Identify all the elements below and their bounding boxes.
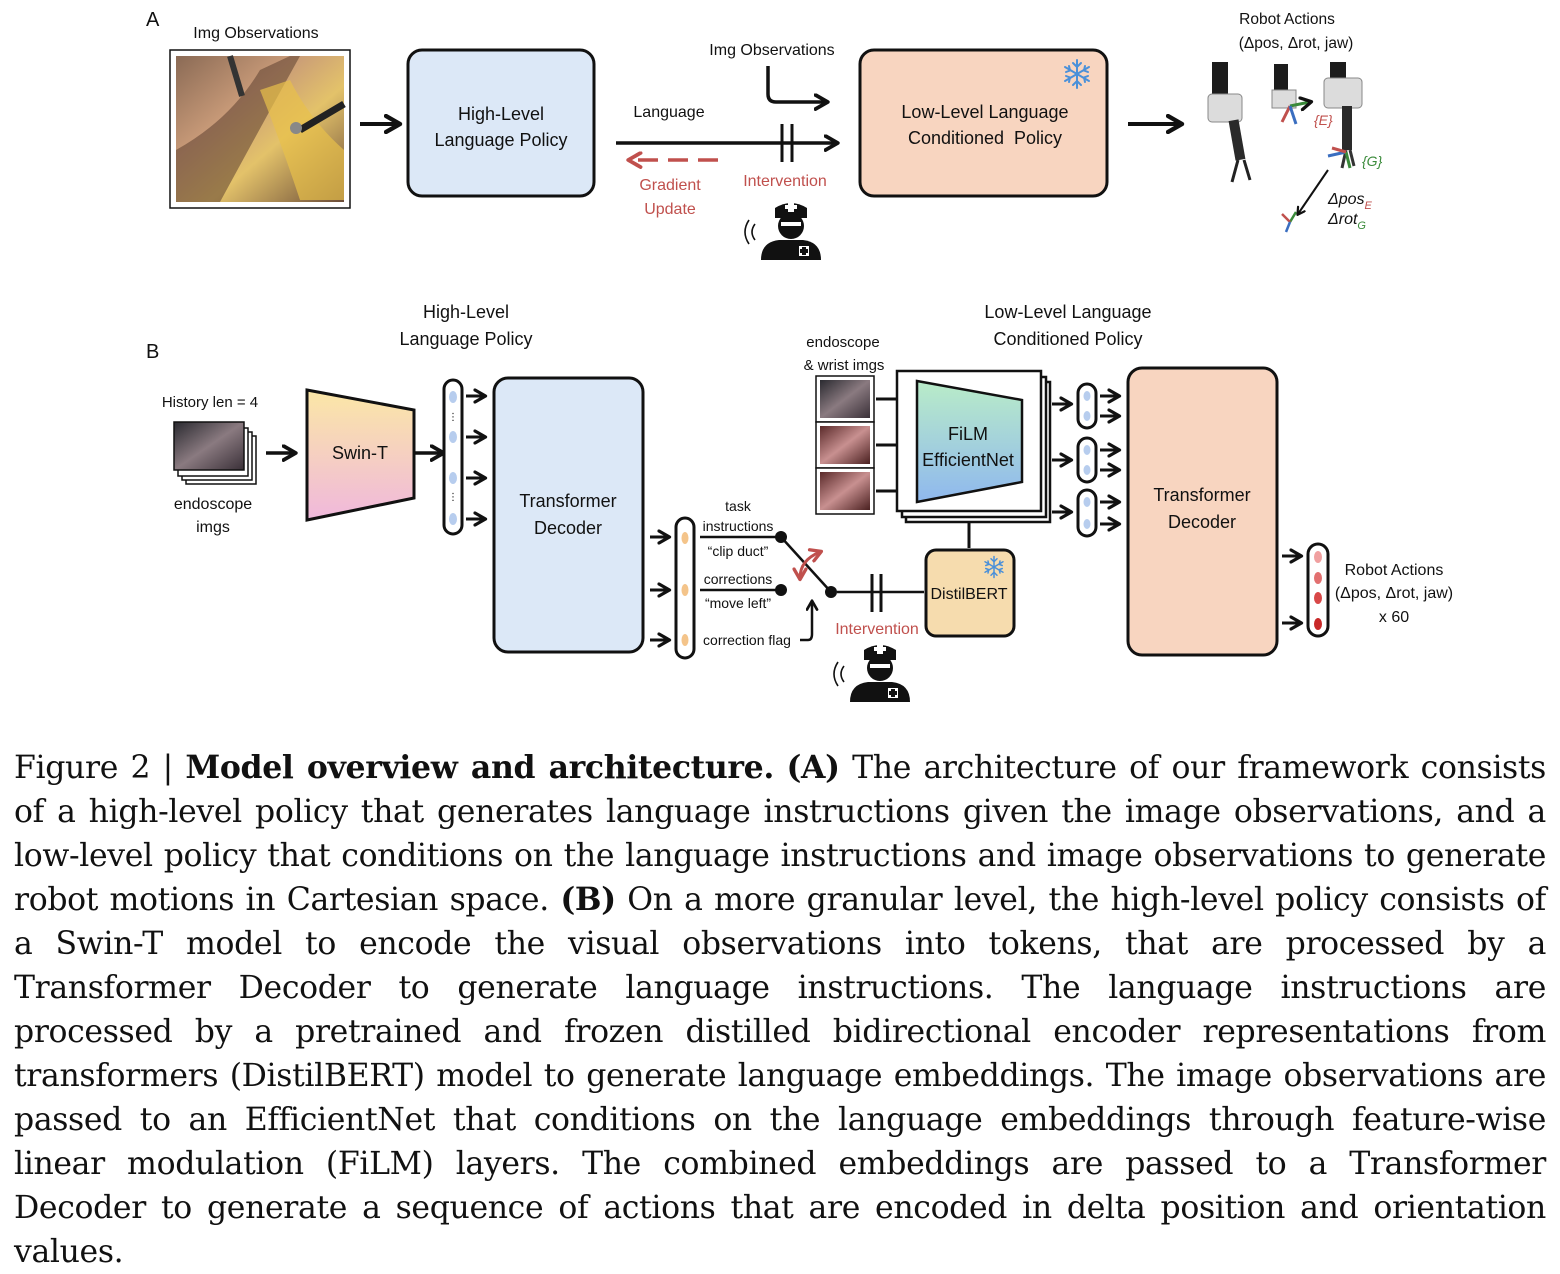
transformer-decoder-1-label-1: Transformer (519, 491, 616, 511)
endoscope-wrist-label-2: & wrist imgs (804, 357, 885, 374)
swin-t-block (305, 388, 416, 522)
clip-duct-label: “clip duct” (708, 543, 769, 559)
action-token-column (1306, 542, 1330, 638)
frame-e-label: {E} (1314, 112, 1333, 128)
task-instructions-label-2: instructions (703, 518, 774, 534)
fused-token-arrows (1100, 396, 1118, 524)
high-level-policy-label-a-2: Language Policy (434, 130, 567, 150)
high-level-title-b-1: High-Level (423, 302, 509, 322)
visual-token-column: ⋮ ⋮ (442, 378, 464, 536)
high-level-policy-label-a-1: High-Level (458, 104, 544, 124)
history-len-label: History len = 4 (162, 394, 258, 411)
film-efficientnet-stack (895, 369, 1052, 524)
transformer-decoder-low-level (1126, 366, 1279, 657)
token-arrows-to-decoder (466, 396, 484, 519)
transformer-decoder-1-label-2: Decoder (534, 518, 602, 538)
fused-token-columns (1076, 382, 1098, 538)
film-label-2: EfficientNet (922, 450, 1014, 470)
switch-lever (780, 536, 832, 593)
action-output-arrows (1282, 556, 1300, 623)
img-obs-label-2: Img Observations (709, 42, 834, 59)
delta-rot-label: ΔrotG (1327, 211, 1366, 232)
film-label-1: FiLM (948, 424, 988, 444)
caption-a-text: The architecture of our framework consis… (14, 750, 1546, 918)
language-token-column (674, 516, 696, 660)
endoscope-imgs-label-1: endoscope (174, 496, 252, 513)
low-level-title-b-2: Conditioned Policy (993, 329, 1142, 349)
surgeon-icon-b (833, 644, 910, 702)
robot-tools-illustration (1207, 62, 1363, 233)
low-level-title-b-1: Low-Level Language (984, 302, 1151, 322)
high-level-title-b-2: Language Policy (399, 329, 532, 349)
endoscope-image-stack (173, 421, 257, 485)
correction-flag-label: correction flag (703, 632, 791, 648)
caption-title: Model overview and architecture. (185, 749, 774, 786)
gradient-update-label-2: Update (644, 201, 696, 218)
img-obs-label: Img Observations (193, 25, 318, 42)
robot-actions-b-1: Robot Actions (1345, 562, 1444, 579)
switch-output-node (825, 586, 837, 598)
caption-figure-number: Figure 2 | (14, 750, 186, 786)
architecture-figure: A Img Observations High-Level Language P… (146, 9, 1453, 702)
correction-flag-line (800, 602, 812, 642)
low-level-policy-label-a-1: Low-Level Language (901, 102, 1068, 122)
decoder-output-arrows (650, 537, 668, 640)
robot-actions-title-2: (Δpos, Δrot, jaw) (1239, 35, 1354, 52)
robot-actions-title-1: Robot Actions (1239, 11, 1335, 28)
high-level-policy-box-a (406, 48, 596, 198)
figure-caption: Figure 2 | Model overview and architectu… (14, 746, 1546, 1274)
panel-a-label: A (146, 9, 160, 31)
swin-t-label: Swin-T (332, 443, 388, 463)
low-level-policy-label-a-2: Conditioned Policy (908, 128, 1062, 148)
caption-a-label: (A) (786, 749, 840, 786)
img-obs-input-arrow (766, 66, 826, 102)
film-output-arrows (1052, 404, 1070, 512)
language-label: Language (633, 104, 704, 121)
transformer-decoder-2-label-2: Decoder (1168, 512, 1236, 532)
frame-g-label: {G} (1362, 153, 1383, 169)
intervention-label-b: Intervention (835, 621, 919, 638)
robot-actions-b-2: (Δpos, Δrot, jaw) (1335, 585, 1453, 602)
delta-rot-subscript: G (1357, 220, 1366, 232)
surgical-scene-image (169, 49, 351, 209)
surgeon-icon-a (744, 202, 821, 260)
move-left-label: “move left” (705, 595, 771, 611)
distilbert-box (924, 548, 1016, 638)
robot-actions-b-3: x 60 (1379, 609, 1409, 626)
svg-text:⋮: ⋮ (448, 412, 458, 423)
task-instructions-label-1: task (725, 498, 752, 514)
transformer-decoder-high-level (492, 376, 645, 654)
gradient-update-label-1: Gradient (639, 177, 701, 194)
corrections-switch-node (775, 584, 787, 596)
transformer-decoder-2-label-1: Transformer (1153, 485, 1250, 505)
caption-b-label: (B) (560, 881, 616, 918)
switch-toggle-arrow (800, 552, 820, 578)
endoscope-wrist-label-1: endoscope (806, 334, 879, 351)
endoscope-imgs-label-2: imgs (196, 519, 230, 536)
delta-pos-subscript: E (1365, 200, 1373, 212)
low-level-policy-box-a (858, 48, 1109, 198)
intervention-label-a: Intervention (743, 173, 827, 190)
corrections-label: corrections (704, 571, 772, 587)
caption-b-text: On a more granular level, the high-level… (14, 882, 1546, 1270)
distilbert-label: DistilBERT (930, 586, 1007, 603)
delta-pos-label: ΔposE (1327, 191, 1373, 212)
panel-b-label: B (146, 341, 159, 363)
endoscope-wrist-images (815, 375, 875, 515)
svg-text:⋮: ⋮ (448, 492, 458, 503)
